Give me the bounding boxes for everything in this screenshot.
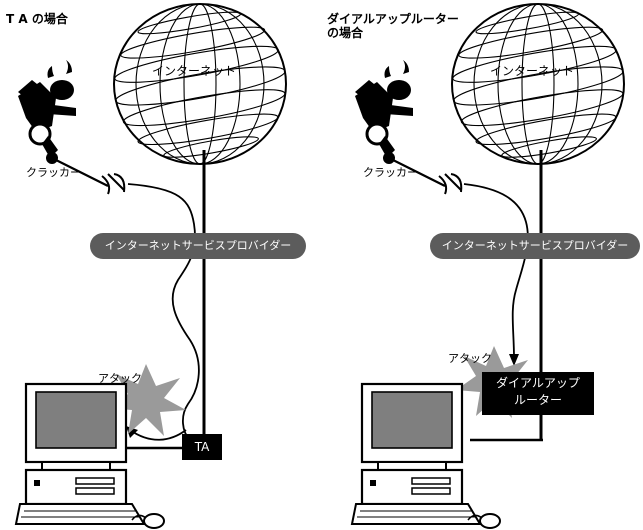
left-panel — [14, 1, 298, 530]
cracker-label: クラッカー — [26, 166, 81, 179]
dialup-router-box: ダイアルアップ ルーター — [482, 372, 594, 415]
right-panel — [350, 1, 636, 530]
internet-globe-icon — [102, 1, 298, 169]
isp-label-pill: インターネットサービスプロバイダー — [430, 233, 640, 259]
internet-label: インターネット — [490, 64, 575, 78]
cracker-label: クラッカー — [363, 166, 418, 179]
attack-wire — [127, 183, 200, 441]
right-panel-title-line2: の場合 — [327, 26, 364, 40]
router-label-line2: ルーター — [513, 393, 562, 407]
ta-device-box: TA — [182, 434, 222, 460]
isp-label-pill: インターネットサービスプロバイダー — [90, 233, 306, 259]
internet-label: インターネット — [152, 64, 237, 78]
attack-wire — [463, 183, 529, 359]
router-label-line1: ダイアルアップ — [496, 376, 580, 390]
left-panel-title: T A の場合 — [6, 12, 68, 26]
attack-arrow — [129, 429, 187, 441]
right-panel-title: ダイアルアップルーター の場合 — [327, 12, 459, 40]
internet-globe-icon — [440, 1, 636, 169]
attack-label: アタック — [98, 372, 142, 385]
right-panel-title-line1: ダイアルアップルーター — [327, 12, 459, 26]
attack-label: アタック — [448, 352, 492, 365]
arrowhead-icon — [509, 354, 519, 366]
